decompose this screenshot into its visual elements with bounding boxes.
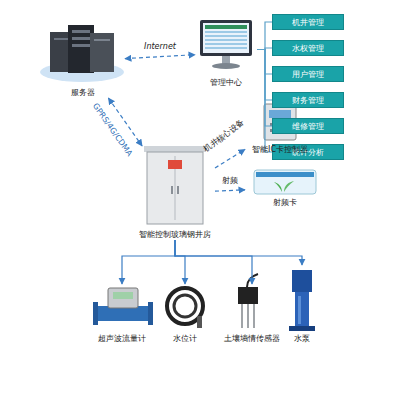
cabinet-illustration: [144, 146, 206, 224]
connector-arrow: [175, 240, 252, 284]
pump-illustration: [289, 270, 315, 331]
server-node: 服务器: [40, 24, 125, 98]
screen-row: [205, 25, 247, 29]
node-label: 智能控制玻璃钢井房: [139, 230, 211, 240]
node-label: 土壤墒情传感器: [224, 334, 280, 344]
monitor-illustration: [200, 20, 252, 69]
node-label: 射频卡: [273, 198, 297, 208]
cabinet-handle: [177, 186, 179, 194]
connector-arrow: [215, 190, 245, 191]
edge-label: 射频: [222, 176, 238, 186]
edge-label: Internet: [144, 42, 176, 52]
node-label: 水泵: [294, 334, 310, 344]
flowmeter-flange: [93, 302, 98, 325]
connector-arrow: [215, 149, 245, 168]
function-box: 水权管理: [272, 40, 344, 56]
screen-row: [205, 47, 247, 49]
node-label: 服务器: [71, 88, 95, 98]
card-band: [256, 172, 314, 177]
edge-label: 机井核心设备: [202, 117, 246, 154]
screen-row: [205, 39, 247, 41]
node-label: 超声波流量计: [98, 334, 146, 344]
function-box: 机井管理: [272, 14, 344, 30]
card-illustration: [254, 170, 316, 194]
sensor-body: [238, 287, 258, 304]
server-slot: [72, 44, 90, 47]
function-box: 财务管理: [272, 92, 344, 108]
node-label: 水权管理: [292, 44, 324, 53]
connector-arrow: [125, 55, 195, 59]
server-illustration: [40, 25, 124, 82]
bracket-connector: [257, 50, 272, 101]
level-cable: [174, 295, 196, 317]
monitor-base: [212, 63, 240, 69]
management-node: 管理中心: [195, 18, 257, 88]
cabinet-handle: [171, 186, 173, 194]
sensor-prong: [241, 304, 243, 328]
card-leaf: [284, 181, 294, 192]
pump-body: [295, 292, 309, 328]
screen-row: [205, 31, 247, 33]
connector-arrow: [175, 240, 185, 284]
cabinet-plate: [168, 160, 182, 169]
level-illustration: [167, 288, 203, 328]
soil-sensor-illustration: [238, 274, 258, 328]
bracket-connector: [257, 48, 272, 50]
node-label: 机井管理: [292, 18, 324, 27]
node-label: 智能IC卡控制器: [252, 145, 308, 155]
server-slot: [94, 39, 110, 41]
flowmeter-display: [113, 292, 133, 299]
connector-arrow: [175, 240, 302, 265]
device-node: 土壤墒情传感器: [216, 284, 288, 344]
server-tower: [90, 33, 114, 72]
node-label: 维修管理: [292, 122, 324, 131]
flowmeter-head: [108, 288, 138, 308]
monitor-stand: [222, 56, 230, 64]
screen-row: [205, 35, 247, 37]
edge-label: GPRS/4G/CDMA: [90, 102, 134, 159]
flowmeter-illustration: [93, 288, 153, 325]
bracket-connector: [257, 50, 272, 127]
level-probe: [197, 316, 202, 328]
bracket-connector: [257, 22, 272, 50]
pump-motor: [292, 270, 312, 292]
device-node: 水泵: [280, 265, 324, 344]
screen-row: [205, 43, 247, 45]
server-slot: [54, 38, 68, 40]
connector-arrow: [122, 240, 175, 284]
cabinet-body: [147, 152, 203, 224]
function-box: 用户管理: [272, 66, 344, 82]
bracket-connector: [257, 50, 272, 153]
cabinet-roof: [144, 146, 206, 152]
cabinet-node: 智能控制玻璃钢井房: [135, 146, 215, 240]
flowmeter-flange: [148, 302, 153, 325]
server-slot: [72, 37, 90, 40]
controller-node: 智能IC卡控制器: [245, 100, 315, 155]
pump-base: [289, 326, 315, 331]
node-label: 财务管理: [292, 96, 324, 105]
controller-screen: [269, 110, 291, 118]
function-box: 维修管理: [272, 118, 344, 134]
node-label: 管理中心: [210, 78, 242, 88]
bracket-connector: [257, 50, 272, 75]
node-label: 水位计: [173, 334, 197, 344]
monitor-frame: [200, 20, 252, 56]
monitor-screen: [203, 23, 249, 53]
sensor-prong: [253, 304, 255, 328]
server-slot: [72, 30, 90, 33]
sensor-cable: [247, 274, 258, 287]
node-label: 用户管理: [292, 70, 324, 79]
device-node: 超声波流量计: [88, 284, 156, 344]
device-node: 水位计: [160, 284, 210, 344]
card-body: [254, 170, 316, 194]
pump-highlight: [298, 296, 301, 324]
card-node: 射频卡: [245, 168, 325, 208]
sensor-prong: [247, 304, 249, 328]
card-leaf: [274, 182, 282, 192]
